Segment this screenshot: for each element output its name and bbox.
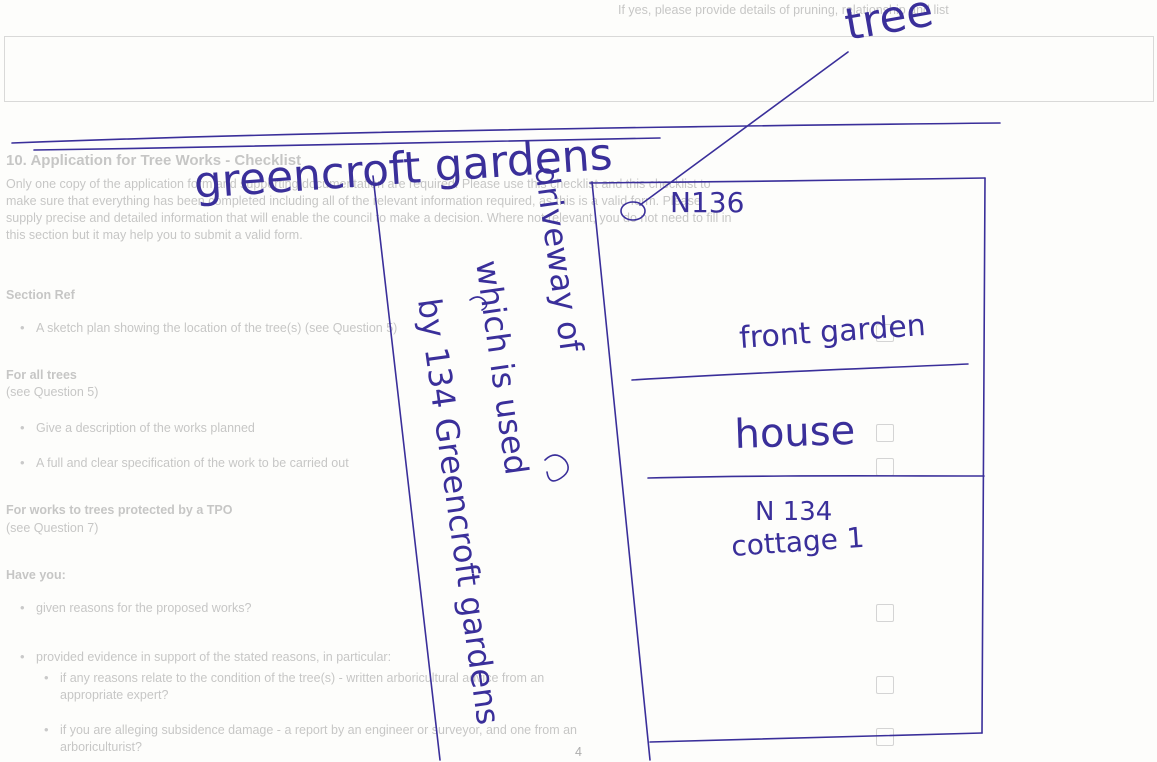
driveway-right-edge	[591, 181, 651, 761]
driveway-label-line2: which is used	[468, 258, 536, 477]
intro-line-3: supply precise and detailed information …	[6, 211, 732, 225]
bullet-icon: •	[20, 320, 25, 335]
checklist-item: given reasons for the proposed works?	[36, 601, 252, 615]
group-heading: For all trees	[6, 368, 77, 382]
street-edge-line	[11, 122, 1001, 144]
property-right-edge	[981, 177, 986, 734]
driveway-left-edge	[372, 175, 441, 761]
checklist-checkbox[interactable]	[876, 676, 894, 694]
bullet-icon: •	[20, 420, 25, 435]
cottage-number: N 134	[755, 497, 832, 527]
house-label: house	[734, 408, 856, 458]
details-text-box[interactable]	[4, 36, 1154, 102]
strike-scribble	[544, 454, 569, 482]
intro-line-4: this section but it may help you to subm…	[6, 228, 303, 242]
checklist-checkbox[interactable]	[876, 728, 894, 746]
group-heading: For works to trees protected by a TPO	[6, 503, 233, 517]
form-top-line: If yes, please provide details of prunin…	[618, 3, 949, 17]
checklist-item: A sketch plan showing the location of th…	[36, 321, 398, 335]
group-heading: Have you:	[6, 568, 66, 582]
group-heading: Section Ref	[6, 288, 75, 302]
bullet-icon: •	[20, 455, 25, 470]
bullet-icon: •	[44, 722, 49, 737]
checklist-checkbox[interactable]	[876, 424, 894, 442]
intro-line-1: Only one copy of the application form an…	[6, 177, 711, 191]
tree-icon	[620, 201, 646, 221]
checklist-item: provided evidence in support of the stat…	[36, 650, 392, 664]
bullet-icon: •	[20, 600, 25, 615]
group-subheading: (see Question 7)	[6, 521, 99, 535]
strike-scribble	[469, 296, 488, 311]
checklist-item: Give a description of the works planned	[36, 421, 255, 435]
street-edge-line	[33, 137, 661, 151]
bullet-icon: •	[20, 649, 25, 664]
property-top-edge	[589, 177, 986, 184]
cottage-label: cottage 1	[730, 521, 865, 563]
checklist-checkbox[interactable]	[876, 604, 894, 622]
property-bottom-edge	[649, 732, 983, 743]
group-subheading: (see Question 5)	[6, 385, 99, 399]
page-number: 4	[575, 745, 582, 759]
intro-line-2: make sure that everything has been compl…	[6, 194, 701, 208]
tree-label: tree	[841, 0, 937, 51]
bullet-icon: •	[44, 670, 49, 685]
house-divider	[647, 475, 985, 479]
checklist-checkbox[interactable]	[876, 324, 894, 342]
house-number: N136	[670, 186, 744, 219]
front-garden-divider	[631, 363, 969, 381]
section-title: 10. Application for Tree Works - Checkli…	[6, 152, 302, 169]
front-garden-label: front garden	[738, 308, 927, 356]
sub-checklist-item: if you are alleging subsidence damage - …	[60, 723, 577, 754]
sub-checklist-item: if any reasons relate to the condition o…	[60, 671, 545, 702]
tree-pointer-line	[639, 51, 849, 206]
driveway-label-line1: driveway of	[527, 164, 591, 355]
checklist-item: A full and clear specification of the wo…	[36, 456, 349, 470]
